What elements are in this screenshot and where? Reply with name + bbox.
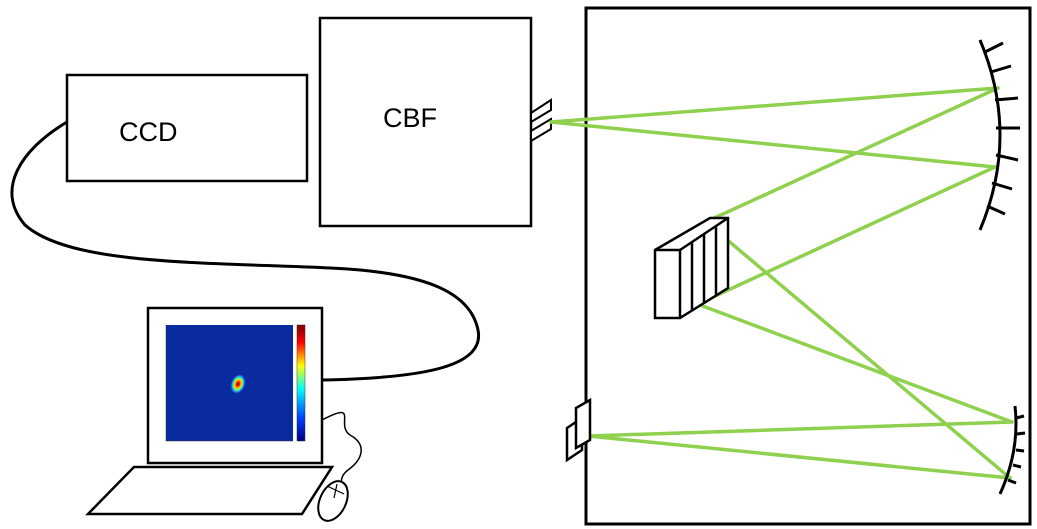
mouse-icon: [317, 411, 362, 522]
colorbar: [296, 324, 306, 442]
plot-area: [166, 325, 293, 441]
ccd-label: CCD: [119, 117, 178, 147]
ccd-camera: CCD: [65, 73, 309, 183]
cbf-unit: CBF: [318, 16, 533, 228]
ccd-box: [65, 73, 309, 183]
mouse-cable: [321, 411, 362, 487]
lower-concave-mirror-icon: [998, 405, 1026, 495]
beam-paths: [549, 86, 1014, 480]
cbf-label: CBF: [383, 103, 437, 133]
grating-icon: [653, 216, 730, 320]
signal-spot: [230, 374, 246, 394]
slit-icon: [565, 397, 592, 463]
laptop-keyboard: [85, 465, 335, 516]
mouse-body: [317, 480, 349, 522]
cbf-box: [318, 16, 533, 228]
plot-ticks: [165, 325, 293, 442]
spectrometer-enclosure: [584, 6, 1032, 526]
fiber-connector: [530, 98, 552, 143]
laptop-icon: [85, 306, 335, 516]
data-cable: [10, 120, 481, 382]
upper-concave-mirror-icon: [978, 39, 1020, 231]
